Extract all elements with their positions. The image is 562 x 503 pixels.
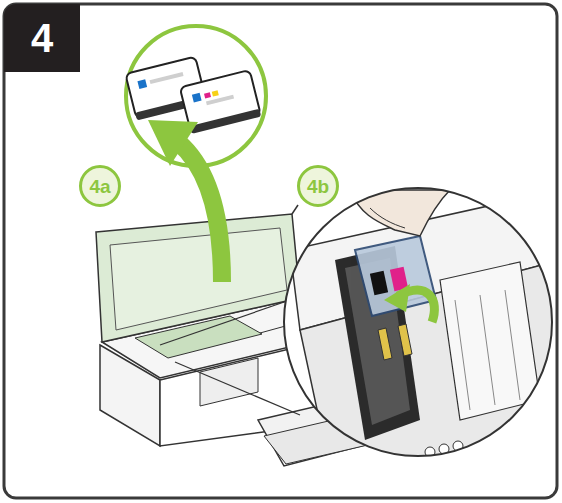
lift-arrow-part [178,142,222,282]
zoom-view-part-part [398,324,412,356]
substep-label: 4b [307,177,329,196]
zoom-view-part [284,188,552,456]
cartridge-callout-part-part [212,90,219,96]
lift-arrow [148,120,222,282]
cartridge-callout-part-part [206,95,234,106]
step-number-box: 4 [4,4,80,72]
zoom-view-part-part [300,260,560,470]
substep-label: 4a [89,177,110,196]
printer-part [292,205,298,214]
zoom-view-part-part [455,300,470,410]
zoom-view [284,188,560,470]
zoom-view-part-part [345,258,410,425]
cartridge-callout-part [126,26,266,166]
zoom-view-part-part [370,271,388,295]
substep-circle: 4b [297,165,339,207]
zoom-view-part-part [384,284,410,312]
substep-circle: 4a [79,165,121,207]
zoom-view-part-part [350,190,450,236]
zoom-view-part-part [440,262,540,420]
printer-part [110,228,287,330]
cartridge-callout-part-part [192,93,202,103]
zoom-view-part-part [355,236,436,316]
cartridge-callout-part-part [204,92,211,98]
zoom-view-part-part [505,290,520,400]
lift-arrow-part [148,120,198,166]
cartridge-callout-part-part [189,109,261,134]
zoom-view-part-part [370,208,405,228]
cartridge-callout-part-part [137,79,147,89]
zoom-view-part [290,190,560,470]
cartridge-callout [125,26,266,166]
cartridge-callout-part-part [150,72,184,84]
zoom-leader [160,300,300,415]
zoom-leader-part [160,300,290,345]
printer-part [96,214,300,342]
zoom-leader-part [175,362,300,415]
zoom-view-part-part [378,328,392,360]
zoom-view-part-part [480,295,495,405]
step-number: 4 [31,18,53,58]
